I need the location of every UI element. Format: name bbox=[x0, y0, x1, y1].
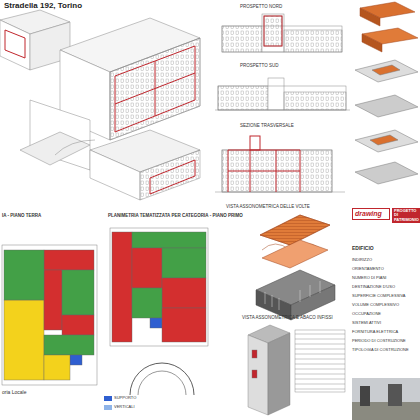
vault-axonometric bbox=[260, 215, 330, 268]
drawing-heading: IA - PIANO TERRA bbox=[2, 214, 41, 219]
window-schedule bbox=[248, 325, 345, 415]
drawing-heading: VISTA ASSONOMETRICA DELLE VOLTE bbox=[226, 205, 310, 210]
roof-axonometric bbox=[360, 2, 418, 52]
field-name: PERIODO DI COSTRUZIONE bbox=[352, 339, 406, 343]
drawing-heading: VISTA ASSONOMETRICA E ABACO INFISSI bbox=[242, 316, 333, 321]
board-title: Stradella 192, Torino bbox=[4, 2, 82, 11]
legend-swatch bbox=[104, 396, 112, 401]
field-name: ORIENTAMENTO bbox=[352, 267, 384, 271]
drawing-heading: PLANIMETRIA TEMATIZZATA PER CATEGORIA - … bbox=[108, 214, 243, 219]
ground-floor-plan bbox=[2, 245, 97, 385]
field-name: SUPERFICIE COMPLESSIVA bbox=[352, 294, 406, 298]
project-box: PROGETTO DI PATRIMONIO bbox=[392, 208, 420, 223]
field-name: OCCUPAZIONE bbox=[352, 312, 381, 316]
box-text: drawing bbox=[355, 210, 387, 218]
field-name: FORNITURA ELETTRICA bbox=[352, 330, 398, 334]
legend-text: SUPPORTO bbox=[114, 395, 136, 400]
legend-swatch bbox=[104, 405, 112, 410]
field-name: VOLUME COMPLESSIVO bbox=[352, 303, 399, 307]
first-floor-plan bbox=[110, 228, 208, 395]
field-name: SISTEMI ATTIVI bbox=[352, 321, 381, 325]
field-name: INDIRIZZO bbox=[352, 258, 372, 262]
field-name: NUMERO DI PIANI bbox=[352, 276, 386, 280]
legend-title: oria Locale bbox=[2, 390, 26, 396]
drawing-heading: PROSPETTO NORD bbox=[240, 5, 282, 10]
section-heading: EDIFICIO bbox=[352, 246, 374, 252]
drawing-heading: PROSPETTO SUD bbox=[240, 64, 278, 69]
field-name: DESTINAZIONE D'USO bbox=[352, 285, 395, 289]
legend-item: SUPPORTO bbox=[104, 396, 136, 401]
legend-item: VERTICALI bbox=[104, 405, 135, 410]
drawing-heading: SEZIONE TRASVERSALE bbox=[240, 124, 294, 129]
plan-axonometric bbox=[355, 60, 418, 184]
axonometric-building bbox=[0, 10, 200, 200]
building-cutaway bbox=[256, 270, 335, 320]
legend-text: VERTICALI bbox=[114, 404, 135, 409]
field-name: TIPOLOGIA DI COSTRUZIONE bbox=[352, 348, 409, 352]
logo-box: drawing bbox=[352, 208, 390, 220]
site-photo bbox=[352, 378, 420, 420]
elevation-drawings bbox=[215, 14, 350, 192]
box-text: PROGETTO DI PATRIMONIO bbox=[394, 209, 418, 222]
